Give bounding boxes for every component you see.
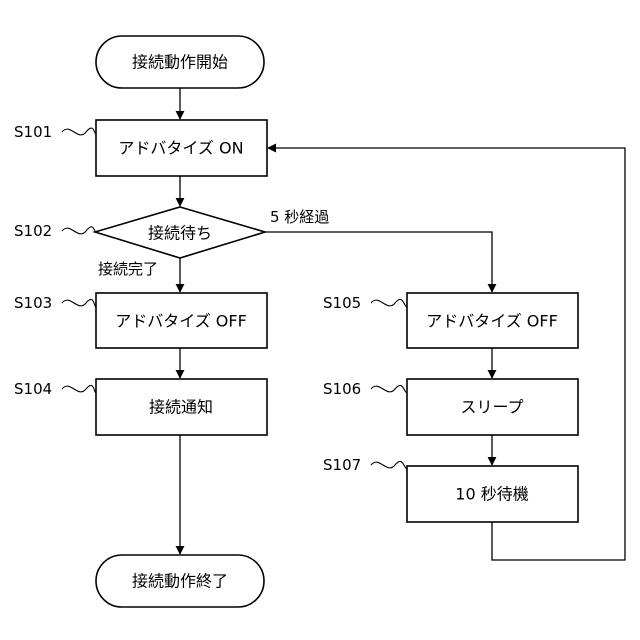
step-s103-label: アドバタイズ OFF bbox=[115, 312, 247, 331]
step-s105-label: アドバタイズ OFF bbox=[426, 312, 558, 331]
end-terminal-label: 接続動作終了 bbox=[132, 572, 228, 591]
leader-s103 bbox=[62, 299, 96, 307]
arrow-s102-to-s105 bbox=[265, 232, 492, 292]
step-id-s105: S105 bbox=[323, 294, 361, 312]
leader-s101 bbox=[62, 128, 96, 135]
leader-s105 bbox=[371, 299, 407, 307]
step-id-s101: S101 bbox=[14, 123, 52, 141]
leader-s104 bbox=[62, 385, 96, 393]
step-id-s103: S103 bbox=[14, 294, 52, 312]
leader-s106 bbox=[371, 385, 407, 393]
step-id-s104: S104 bbox=[14, 380, 52, 398]
start-terminal-label: 接続動作開始 bbox=[132, 53, 228, 72]
step-id-s102: S102 bbox=[14, 222, 52, 240]
edge-label-timeout: 5 秒経過 bbox=[270, 208, 329, 226]
leader-s107 bbox=[371, 461, 407, 469]
edge-label-connected: 接続完了 bbox=[98, 260, 158, 278]
step-s107-label: 10 秒待機 bbox=[455, 485, 528, 504]
leader-s102 bbox=[62, 227, 96, 234]
step-id-s107: S107 bbox=[323, 456, 361, 474]
step-s104-label: 接続通知 bbox=[149, 398, 213, 417]
step-id-s106: S106 bbox=[323, 380, 361, 398]
step-s106-label: スリープ bbox=[460, 398, 523, 417]
decision-s102-label: 接続待ち bbox=[148, 224, 212, 243]
step-s101-label: アドバタイズ ON bbox=[118, 139, 243, 158]
